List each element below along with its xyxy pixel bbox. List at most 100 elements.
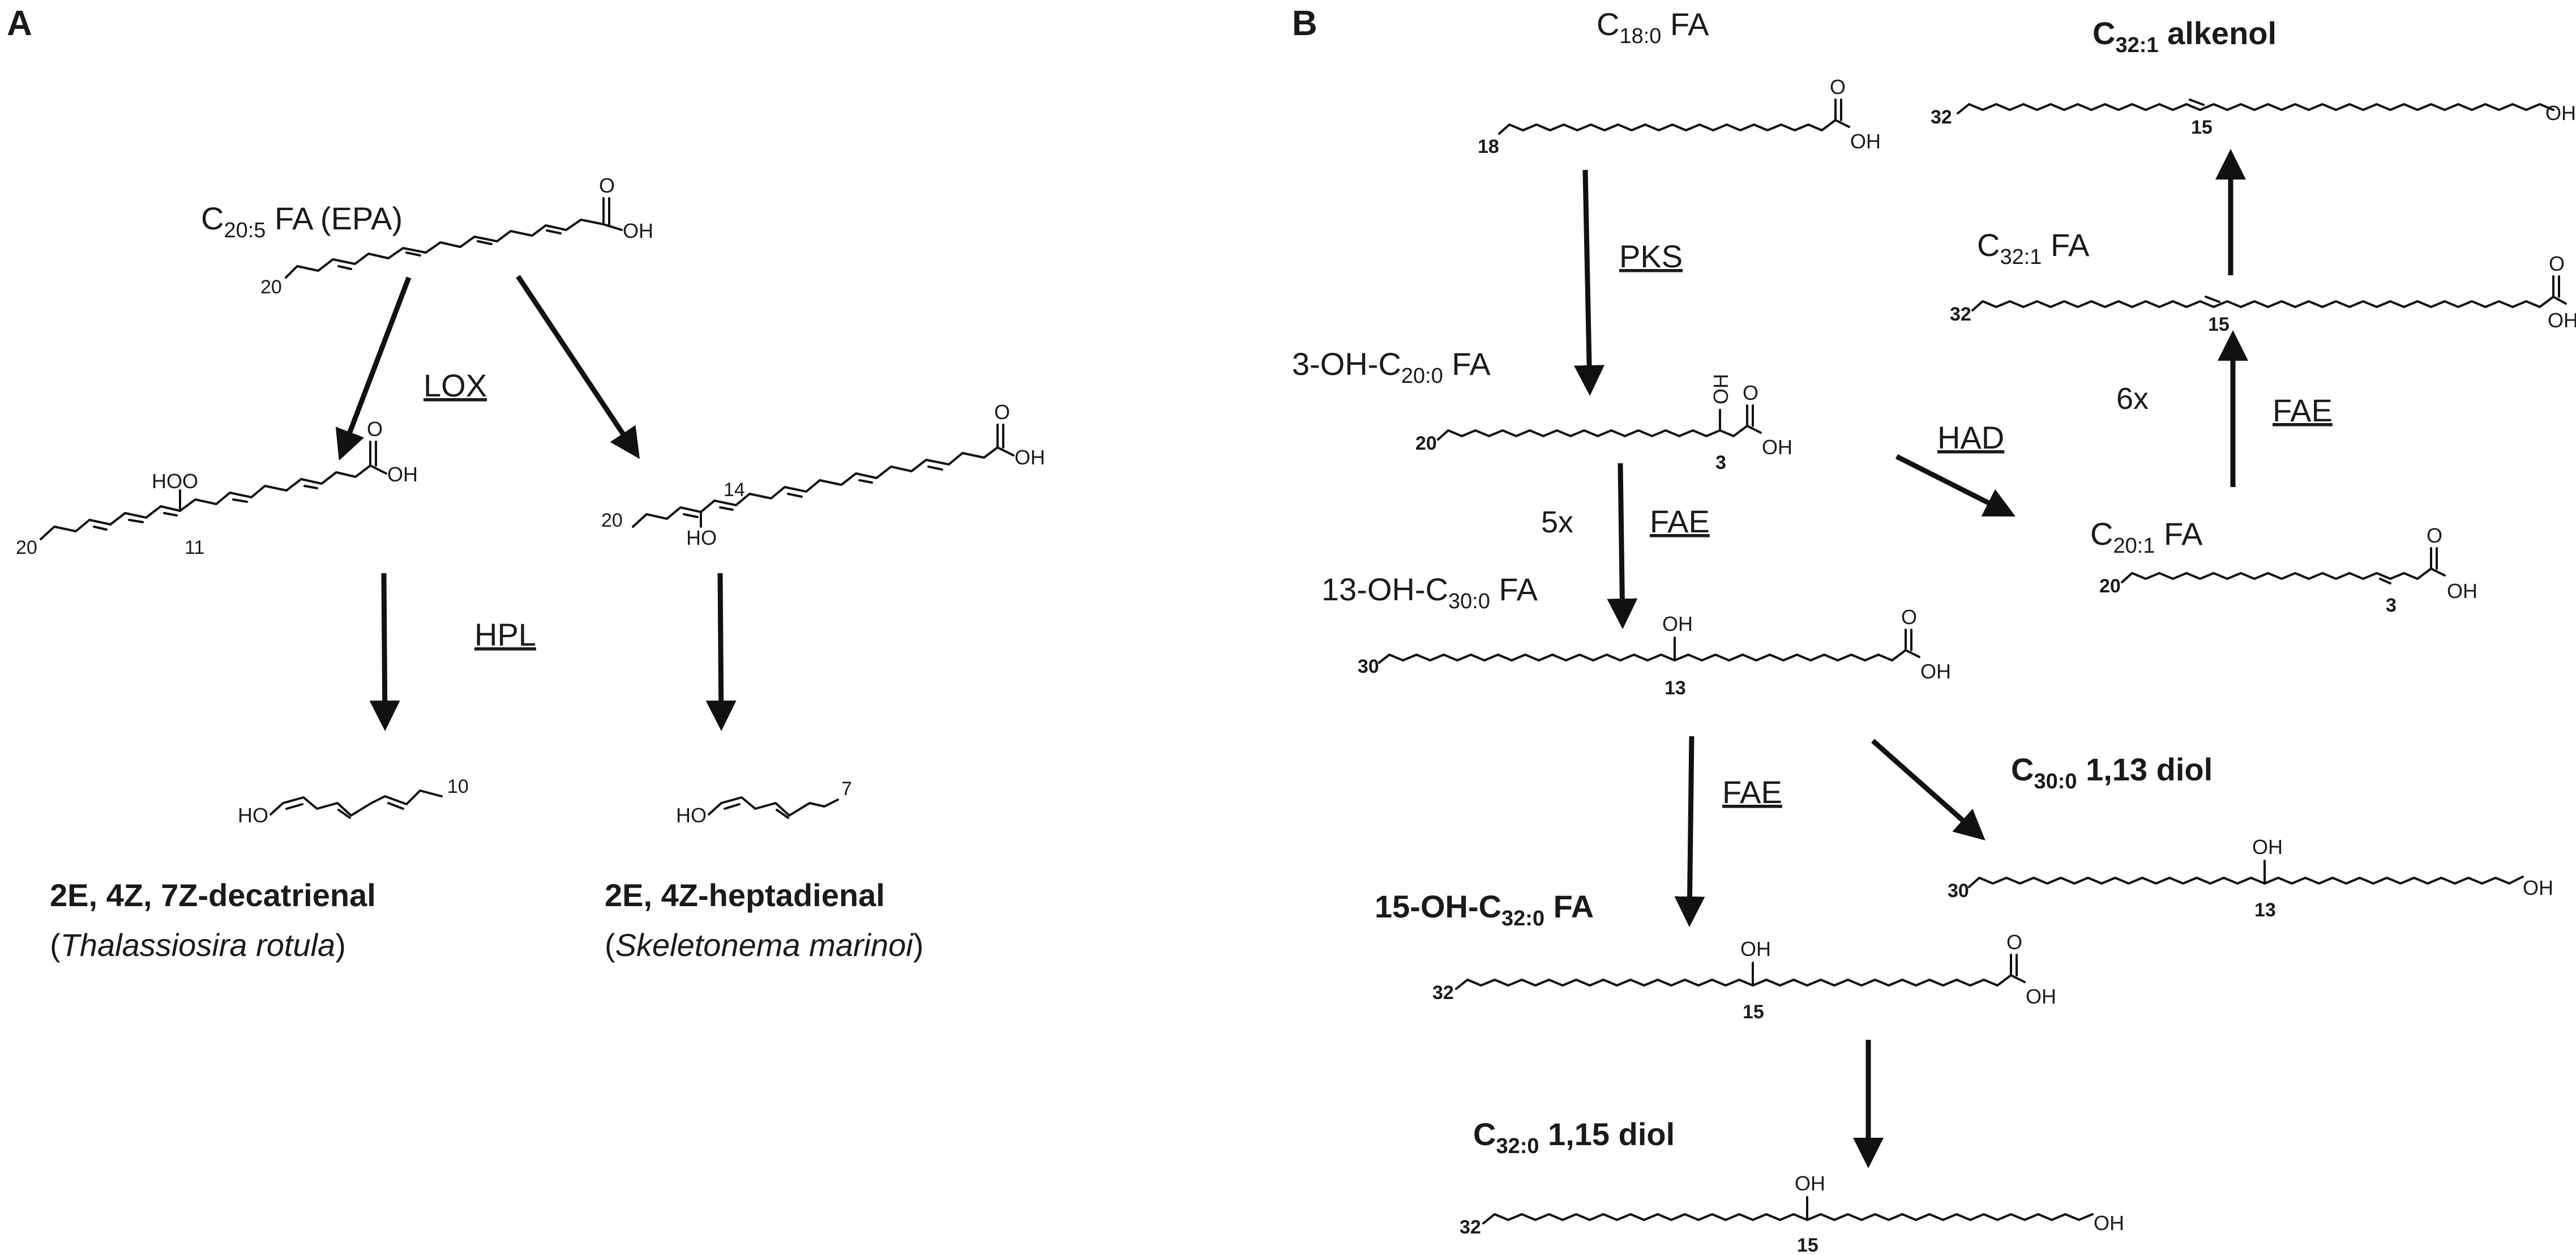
epa-title: C20:5 FA (EPA) bbox=[201, 200, 403, 242]
c30-diol-num-pos: 13 bbox=[2254, 899, 2276, 921]
multiplier-5x: 5x bbox=[1541, 505, 1573, 539]
decatrienal-species: (Thalassiosira rotula) bbox=[50, 927, 346, 963]
multiplier-6x: 6x bbox=[2116, 382, 2149, 416]
hydroperoxide-structure bbox=[40, 441, 387, 540]
oh3c20-oh: OH bbox=[1762, 436, 1792, 459]
c20-1-num-end: 20 bbox=[2099, 575, 2121, 597]
c18-structure bbox=[1498, 99, 1850, 135]
c32-diol-structure bbox=[1482, 1196, 2094, 1224]
oh3c20-num-end: 20 bbox=[1415, 433, 1437, 454]
hydroperoxide-num-end: 20 bbox=[16, 537, 37, 558]
oh15c32-title: 15-OH-C32:0 FA bbox=[1375, 889, 1594, 930]
c20-1-structure bbox=[2121, 547, 2446, 584]
epa-structure bbox=[285, 197, 623, 279]
c30-diol-structure bbox=[1968, 860, 2524, 888]
oh3c20-oh-side: OH bbox=[1709, 374, 1732, 404]
lox-arrow-left bbox=[335, 276, 412, 461]
epa-oh: OH bbox=[623, 219, 653, 242]
pks-enzyme: PKS bbox=[1619, 238, 1683, 274]
fae-enzyme-2: FAE bbox=[2273, 392, 2333, 428]
oh15c32-oh-side: OH bbox=[1740, 937, 1771, 961]
had-arrow bbox=[1895, 454, 2016, 517]
heptadienal-species: (Skeletonema marinoi) bbox=[605, 927, 923, 963]
hpl-arrow-right bbox=[705, 573, 737, 731]
hpl-arrow-left bbox=[369, 573, 400, 731]
oh13c30-num-pos: 13 bbox=[1664, 677, 1686, 699]
hydroperoxide-num-pos: 11 bbox=[185, 537, 204, 558]
hydroxy-oh: OH bbox=[1015, 446, 1045, 469]
oh13c30-title: 13-OH-C30:0 FA bbox=[1321, 571, 1538, 613]
had-enzyme: HAD bbox=[1937, 420, 2004, 455]
c32-diol-oh-side: OH bbox=[1795, 1172, 1825, 1195]
oh15c32-structure bbox=[1455, 954, 2026, 990]
hydroxy-o: O bbox=[994, 400, 1010, 424]
c30-diol-oh-side: OH bbox=[2252, 835, 2283, 859]
c32-1-fa-num-end: 32 bbox=[1950, 304, 1971, 325]
hydroxy-num-end: 20 bbox=[601, 510, 623, 531]
hydroxy-num-pos: 14 bbox=[724, 479, 745, 501]
hydroxy-ho: HO bbox=[686, 526, 717, 549]
c32-1-alkenol-num-end: 32 bbox=[1931, 106, 1952, 128]
oh15c32-o: O bbox=[2006, 930, 2022, 954]
c20-1-o: O bbox=[2427, 524, 2442, 547]
heptadienal-ho: HO bbox=[676, 804, 707, 827]
heptadienal-num-end: 7 bbox=[841, 778, 852, 800]
pks-arrow bbox=[1574, 169, 1605, 396]
decatrienal-structure bbox=[269, 789, 443, 819]
lox-arrow-right bbox=[516, 275, 640, 459]
hydroxy-structure bbox=[632, 424, 1015, 528]
oh3c20-o: O bbox=[1743, 381, 1758, 404]
c32-1-fa-num-pos: 15 bbox=[2208, 314, 2230, 335]
c30-diol-arrow bbox=[1871, 739, 1986, 840]
c18-num-end: 18 bbox=[1478, 136, 1499, 157]
lox-enzyme: LOX bbox=[423, 368, 487, 403]
c32-1-fa-structure bbox=[1971, 275, 2567, 311]
oh15c32-oh: OH bbox=[2026, 985, 2056, 1008]
oh13c30-o: O bbox=[1901, 605, 1917, 629]
hydroperoxide-o: O bbox=[367, 417, 383, 441]
c32-diol-num-end: 32 bbox=[1460, 1216, 1481, 1238]
c32-1-fa-title: C32:1 FA bbox=[1977, 227, 2090, 269]
oh13c30-oh: OH bbox=[1920, 660, 1951, 683]
c32-1-alkenol-title: C32:1 alkenol bbox=[2093, 15, 2277, 57]
c18-oh: OH bbox=[1850, 130, 1881, 153]
decatrienal-num-end: 10 bbox=[447, 776, 469, 797]
c30-diol-oh: OH bbox=[2523, 876, 2553, 899]
c32-1-fa-o: O bbox=[2549, 252, 2565, 275]
c32-1-alkenol-oh: OH bbox=[2545, 101, 2576, 125]
hpl-enzyme: HPL bbox=[474, 617, 536, 652]
fae-enzyme-3: FAE bbox=[1722, 774, 1782, 810]
epa-num-end: 20 bbox=[260, 276, 282, 298]
oh15c32-num-pos: 15 bbox=[1743, 1001, 1764, 1023]
panel-a-label: A bbox=[7, 4, 32, 43]
fae-arrow-1 bbox=[1607, 463, 1638, 629]
c20-1-title: C20:1 FA bbox=[2090, 516, 2203, 558]
c32-1-fa-oh: OH bbox=[2548, 309, 2576, 332]
oh13c30-num-end: 30 bbox=[1358, 656, 1379, 677]
fae-enzyme-1: FAE bbox=[1650, 503, 1710, 539]
c20-1-num-pos: 3 bbox=[2386, 595, 2397, 616]
panel-b-label: B bbox=[1292, 4, 1317, 43]
oh3c20-num-pos: 3 bbox=[1715, 452, 1726, 473]
c18-title: C18:0 FA bbox=[1597, 6, 1709, 48]
decatrienal-ho: HO bbox=[238, 804, 268, 827]
c20-1-oh: OH bbox=[2447, 579, 2477, 603]
oh3c20-title: 3-OH-C20:0 FA bbox=[1292, 346, 1491, 388]
heptadienal-name: 2E, 4Z-heptadienal bbox=[605, 877, 885, 913]
c32-1-alkenol-num-pos: 15 bbox=[2191, 117, 2213, 138]
epa-o: O bbox=[599, 174, 615, 197]
c32-diol-oh: OH bbox=[2094, 1211, 2124, 1235]
oh13c30-oh-side: OH bbox=[1662, 612, 1693, 635]
oh15c32-num-end: 32 bbox=[1432, 982, 1454, 1004]
heptadienal-structure bbox=[708, 796, 839, 819]
c32-1-alkenol-structure bbox=[1957, 99, 2554, 114]
c30-diol-num-end: 30 bbox=[1948, 880, 1969, 902]
c18-o: O bbox=[1830, 75, 1846, 99]
oh13c30-structure bbox=[1378, 629, 1920, 664]
hydroperoxide-hoo: HOO bbox=[152, 469, 198, 493]
oh3c20-structure bbox=[1437, 404, 1762, 441]
c32-diol-num-pos: 15 bbox=[1797, 1235, 1818, 1255]
fae-arrow-3 bbox=[1674, 736, 1705, 927]
hydroperoxide-oh: OH bbox=[387, 463, 418, 486]
